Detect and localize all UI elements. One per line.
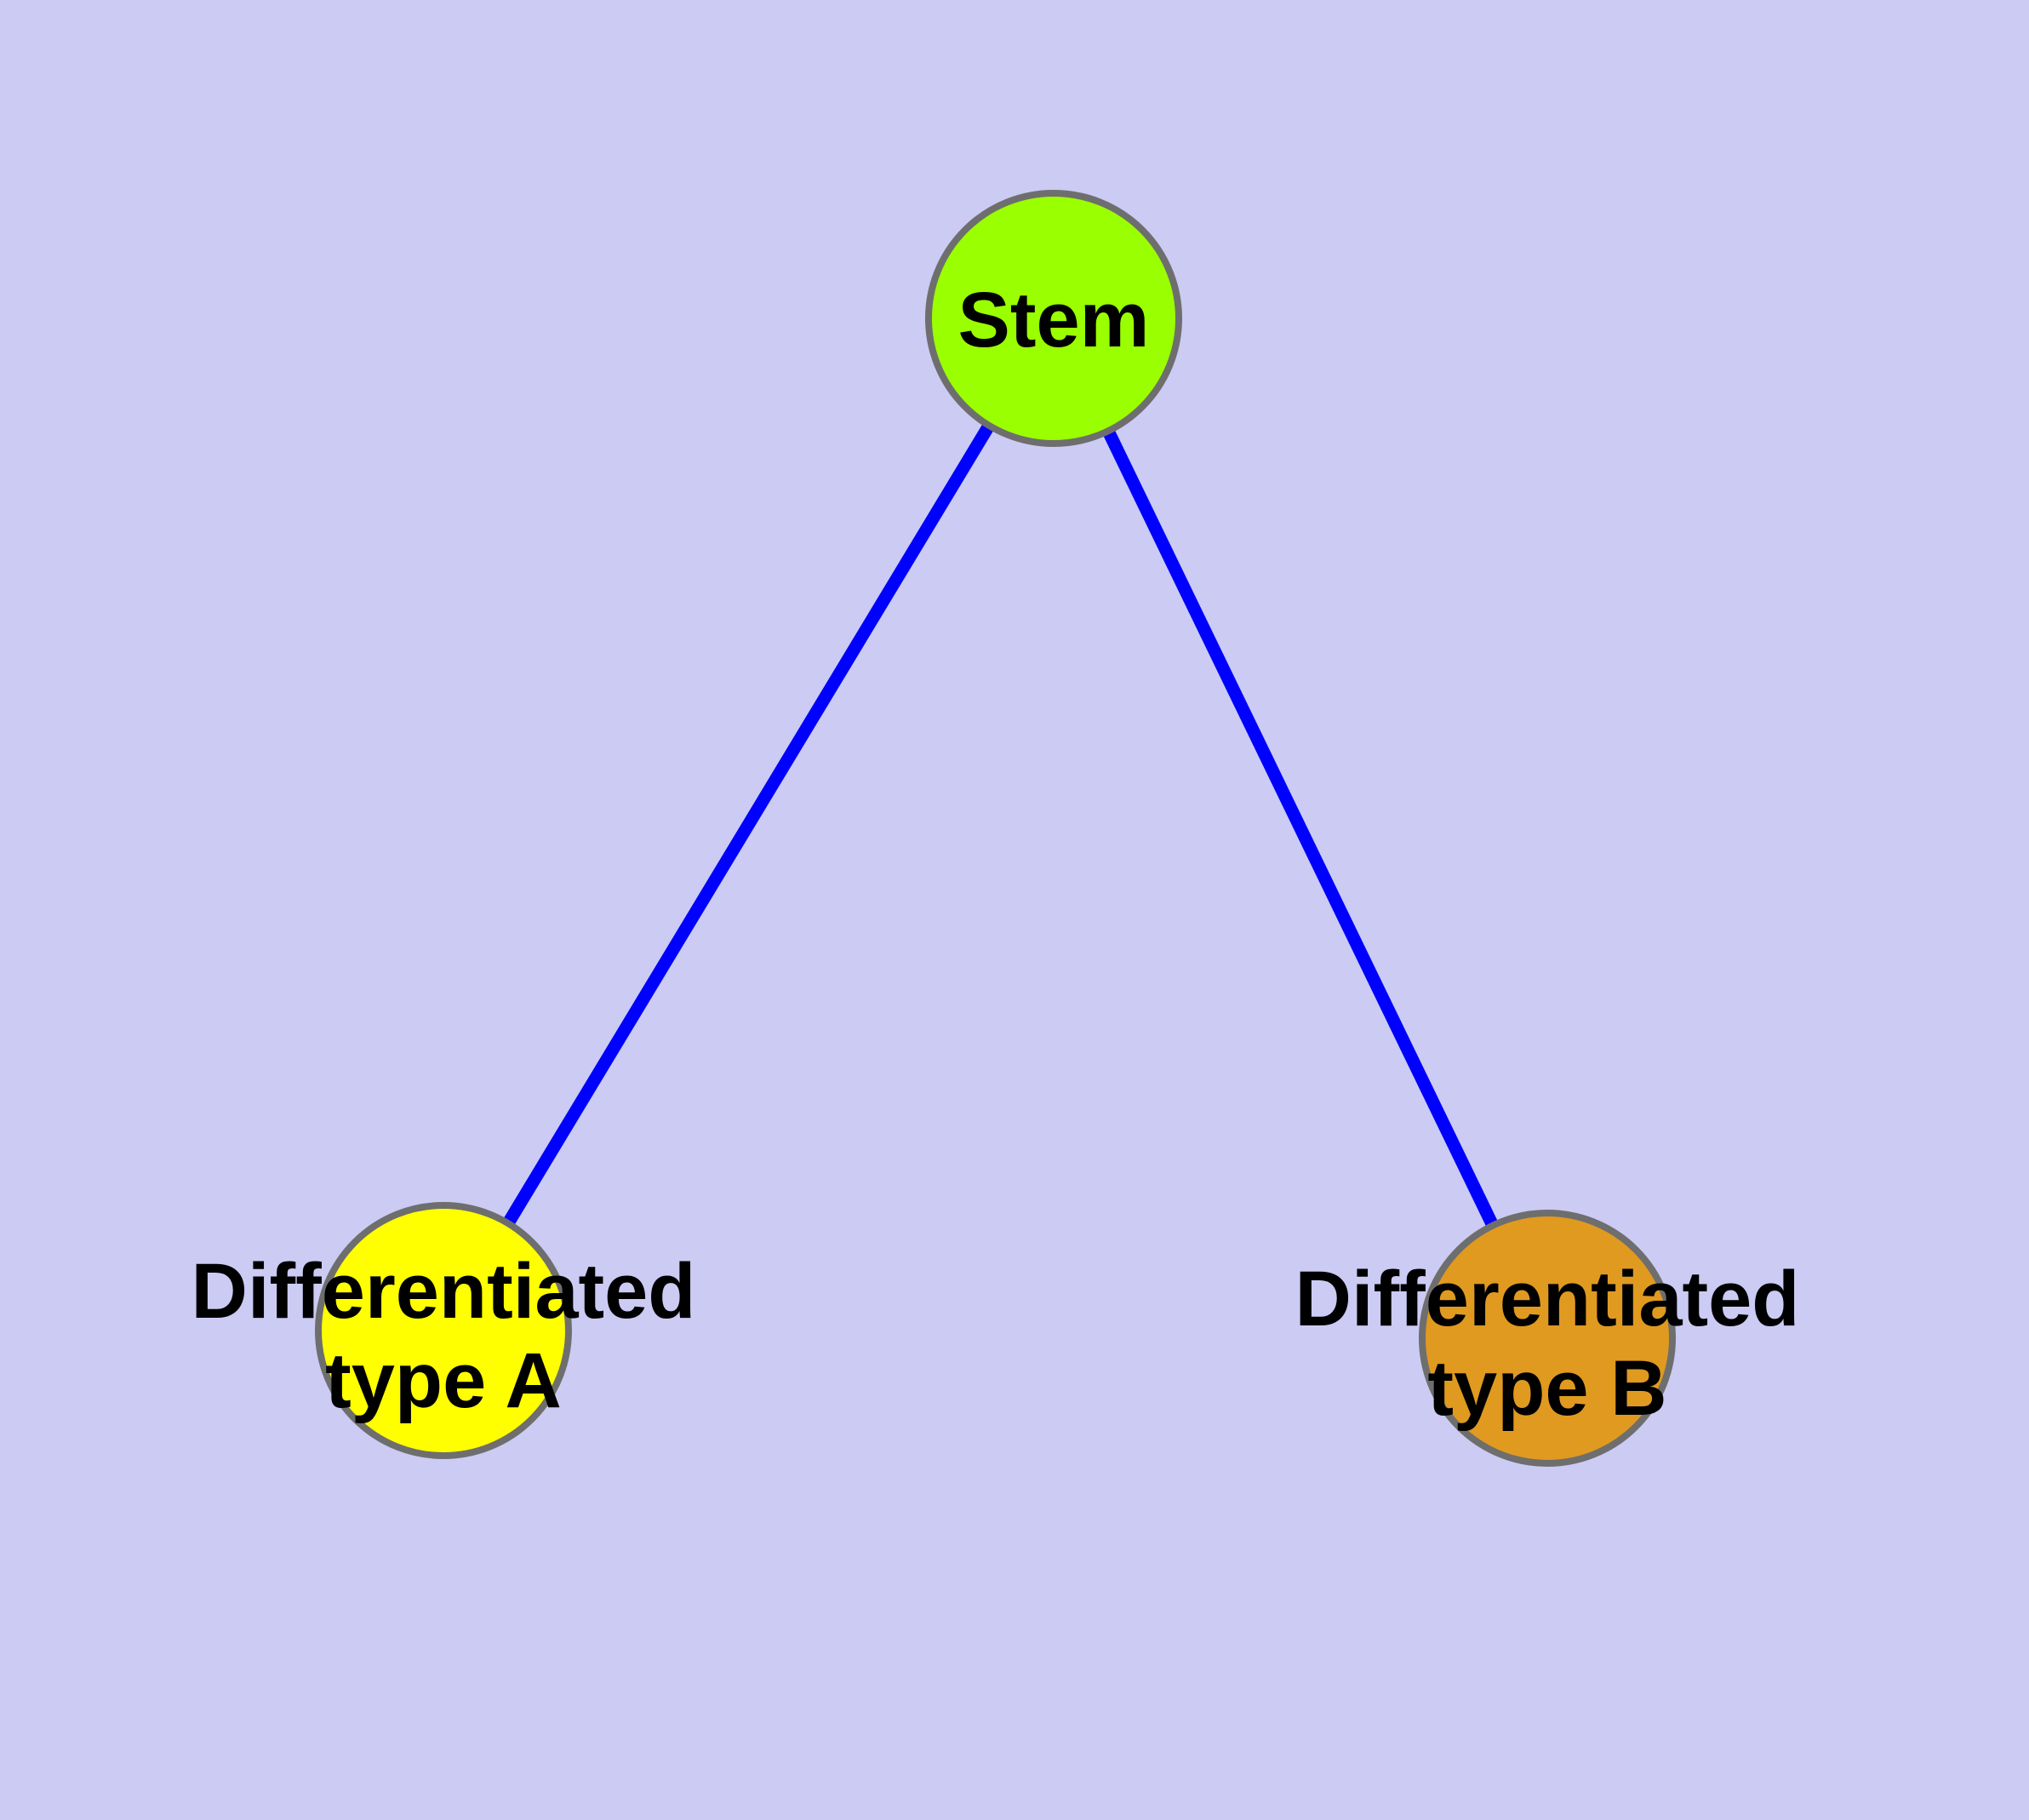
node-stem-label: Stem [958,277,1150,363]
node-type-b [1419,1210,1676,1467]
node-type-a [315,1202,572,1459]
node-type-b-label-line2: type B [1427,1345,1666,1432]
node-type-b-label-line1: Differentiated [1295,1256,1800,1342]
node-type-a-label-line2: type A [325,1337,562,1424]
node-type-a-label-line1: Differentiated [191,1248,696,1335]
node-stem [925,190,1182,447]
edge-stem-to-type-b [1048,315,1553,1342]
edge-stem-to-type-a [437,315,1060,1334]
